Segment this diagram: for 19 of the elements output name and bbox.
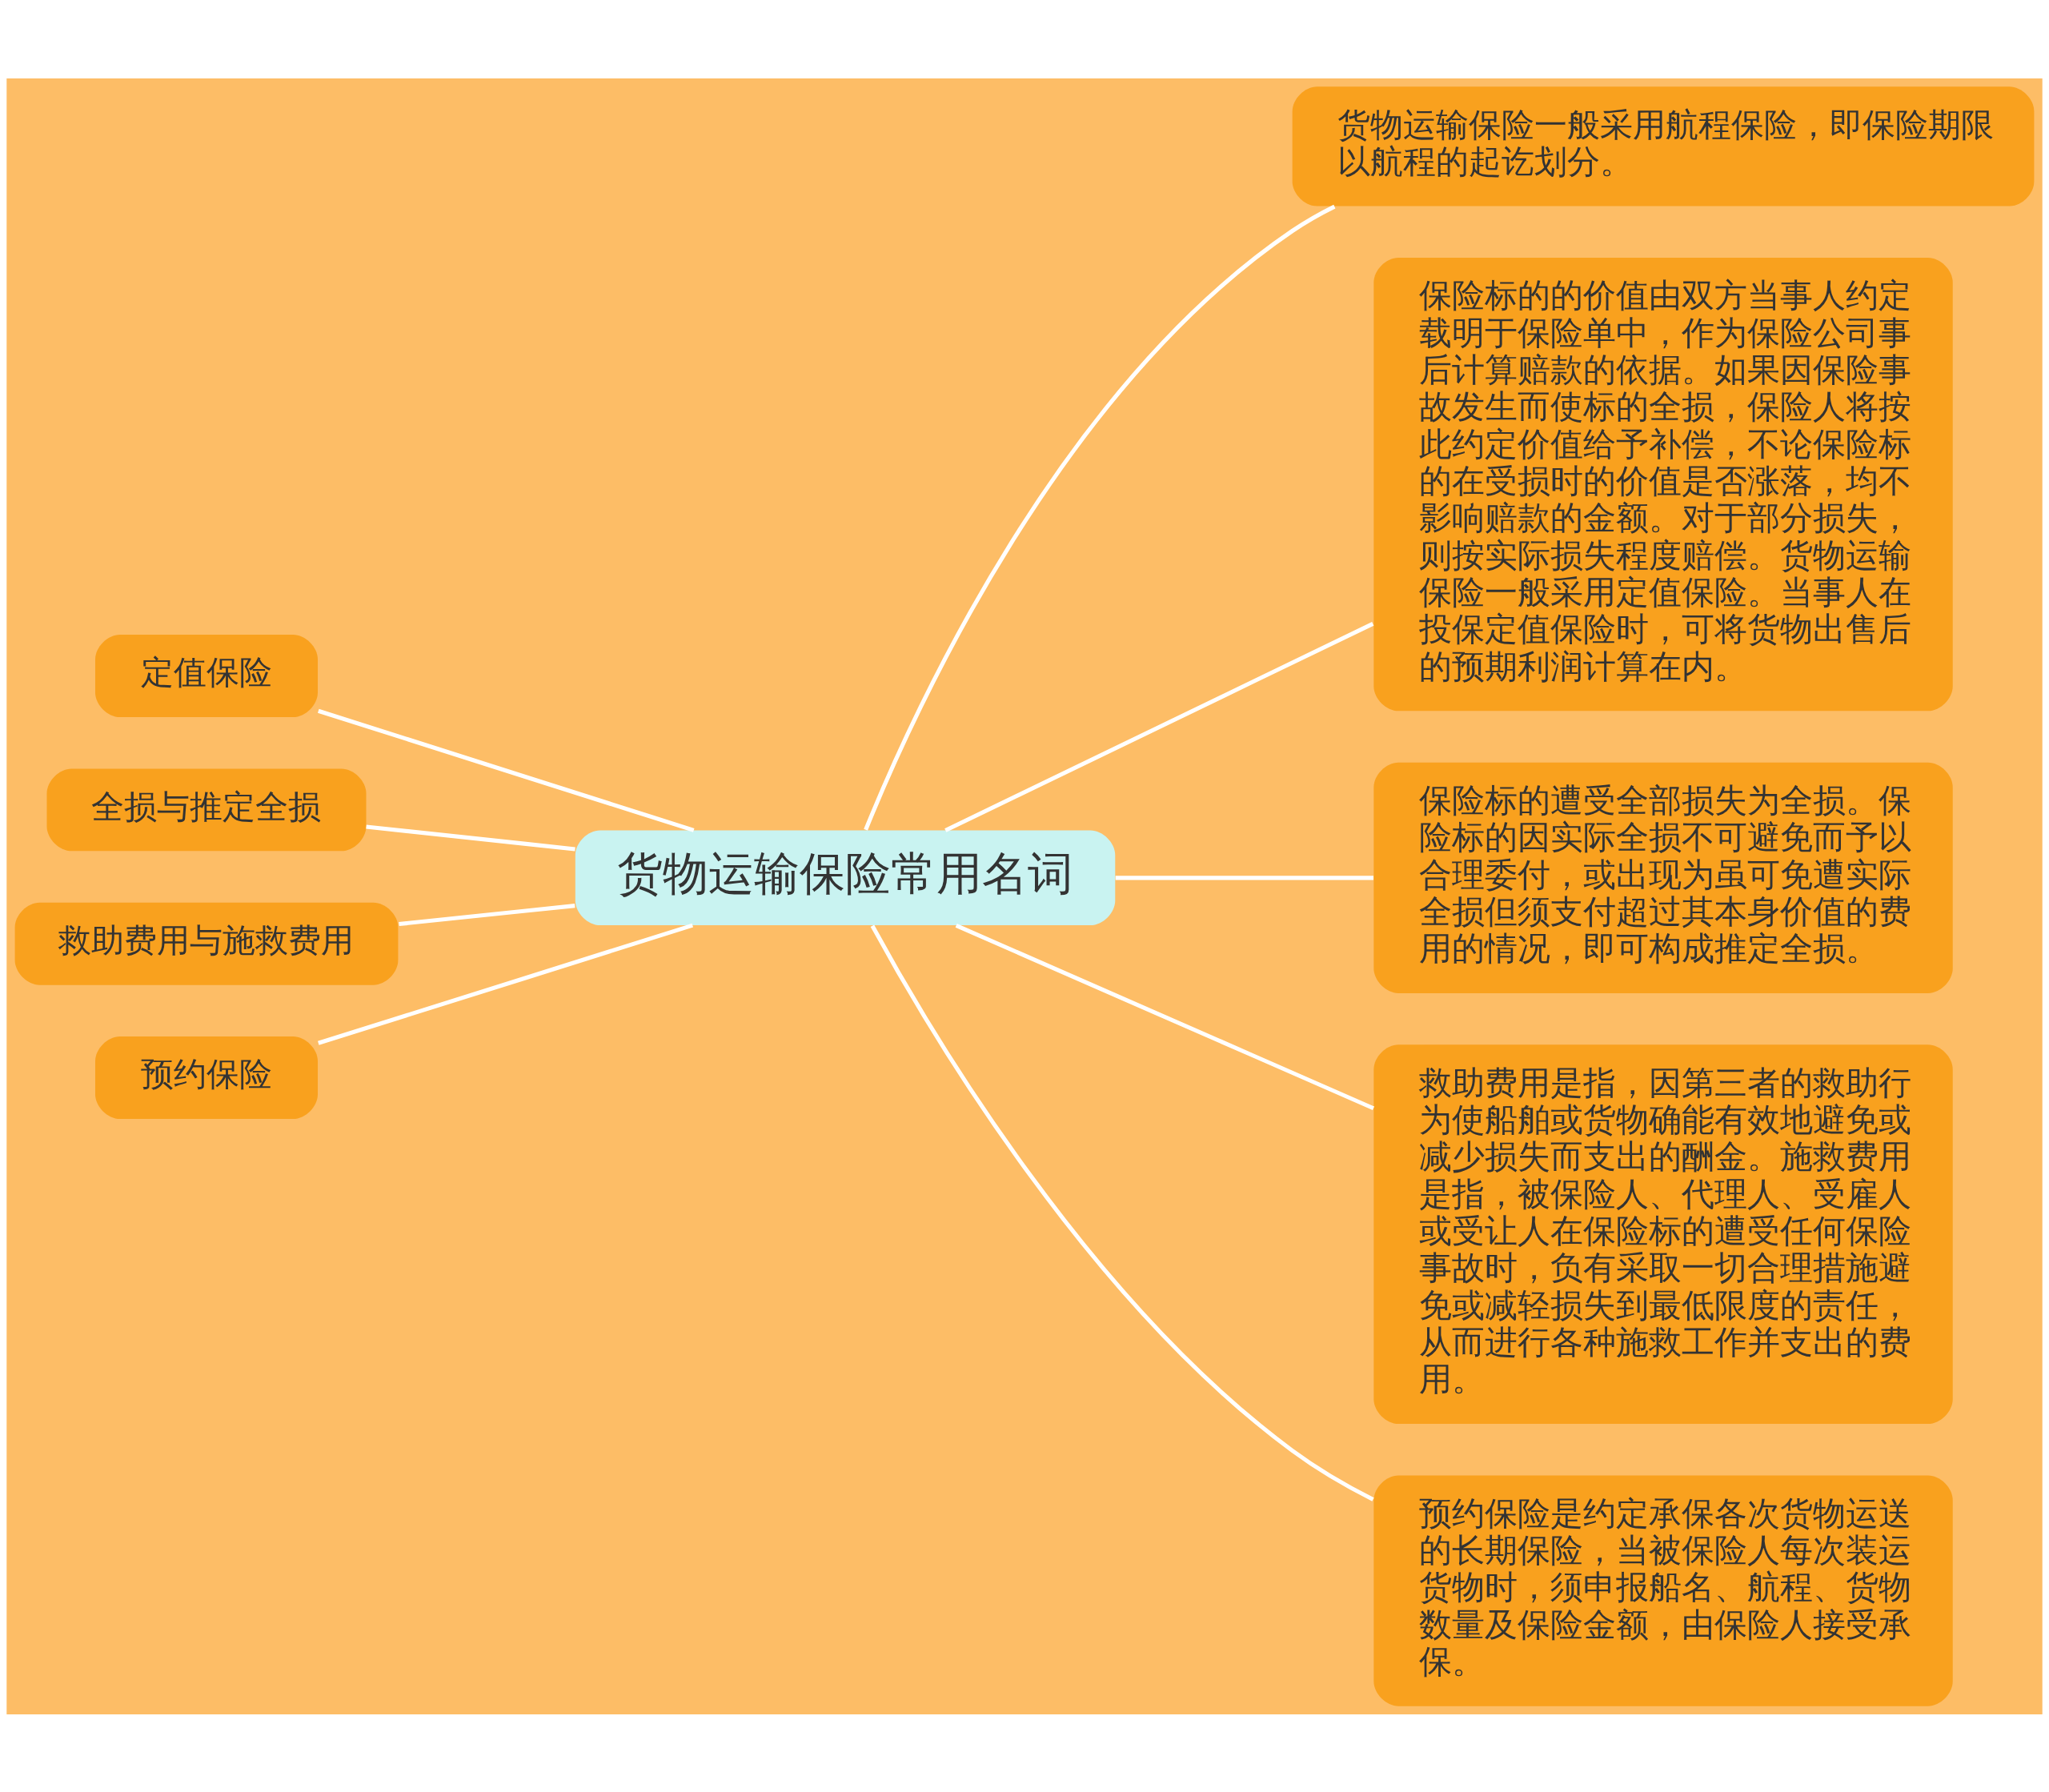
connector [870,924,1374,1501]
node-box: 定值保险 [95,634,318,717]
node-box: 预约保险是约定承保各次货物运送的长期保险，当被保险人每次装运货物时，须申报船名、航程、货物数量及保险金额，由保险人接受承保。 [1373,1474,1953,1706]
connector [955,923,1374,1110]
node-box: 全损与推定全损 [46,768,367,851]
connector [944,621,1374,832]
node-box: 货物运输保险一般采用航程保险，即保险期限以航程的起讫划分。 [1292,86,2035,206]
connector [1115,875,1373,880]
connector [864,204,1336,831]
connector [318,708,695,832]
node-box: 救助费用与施救费用 [14,902,399,985]
node-box: 预约保险 [95,1036,318,1119]
connector [366,824,575,851]
connector [399,903,575,926]
node-box: 救助费用是指，因第三者的救助行为使船舶或货物确能有效地避免或减少损失而支出的酬金。施救费用是指，被保险人、代理人、受雇人或受让人在保险标的遭受任何保险事故时，负有采取一切合理措施避免或减轻损失到最低限度的责任，从而进行各种施救工作并支出的费用。 [1373,1044,1953,1424]
node-box: 保险标的遭受全部损失为全损。保险标的因实际全损不可避免而予以合理委付，或出现为虽可免遭实际全损但须支付超过其本身价值的费用的情况，即可构成推定全损。 [1373,762,1953,993]
connector [318,923,694,1045]
node-box: 货物运输保险常用名词 [575,830,1116,925]
node-box: 保险标的的价值由双方当事人约定载明于保险单中，作为保险公司事后计算赔款的依据。如果因保险事故发生而使标的全损，保险人将按此约定价值给予补偿，不论保险标的在受损时的价值是否涨落，均不影响赔款的金额。对于部分损失，则按实际损失程度赔偿。货物运输保险一般采用定值保险。当事人在投保定值保险时，可将货物出售后的预期利润计算在内。 [1373,257,1953,711]
